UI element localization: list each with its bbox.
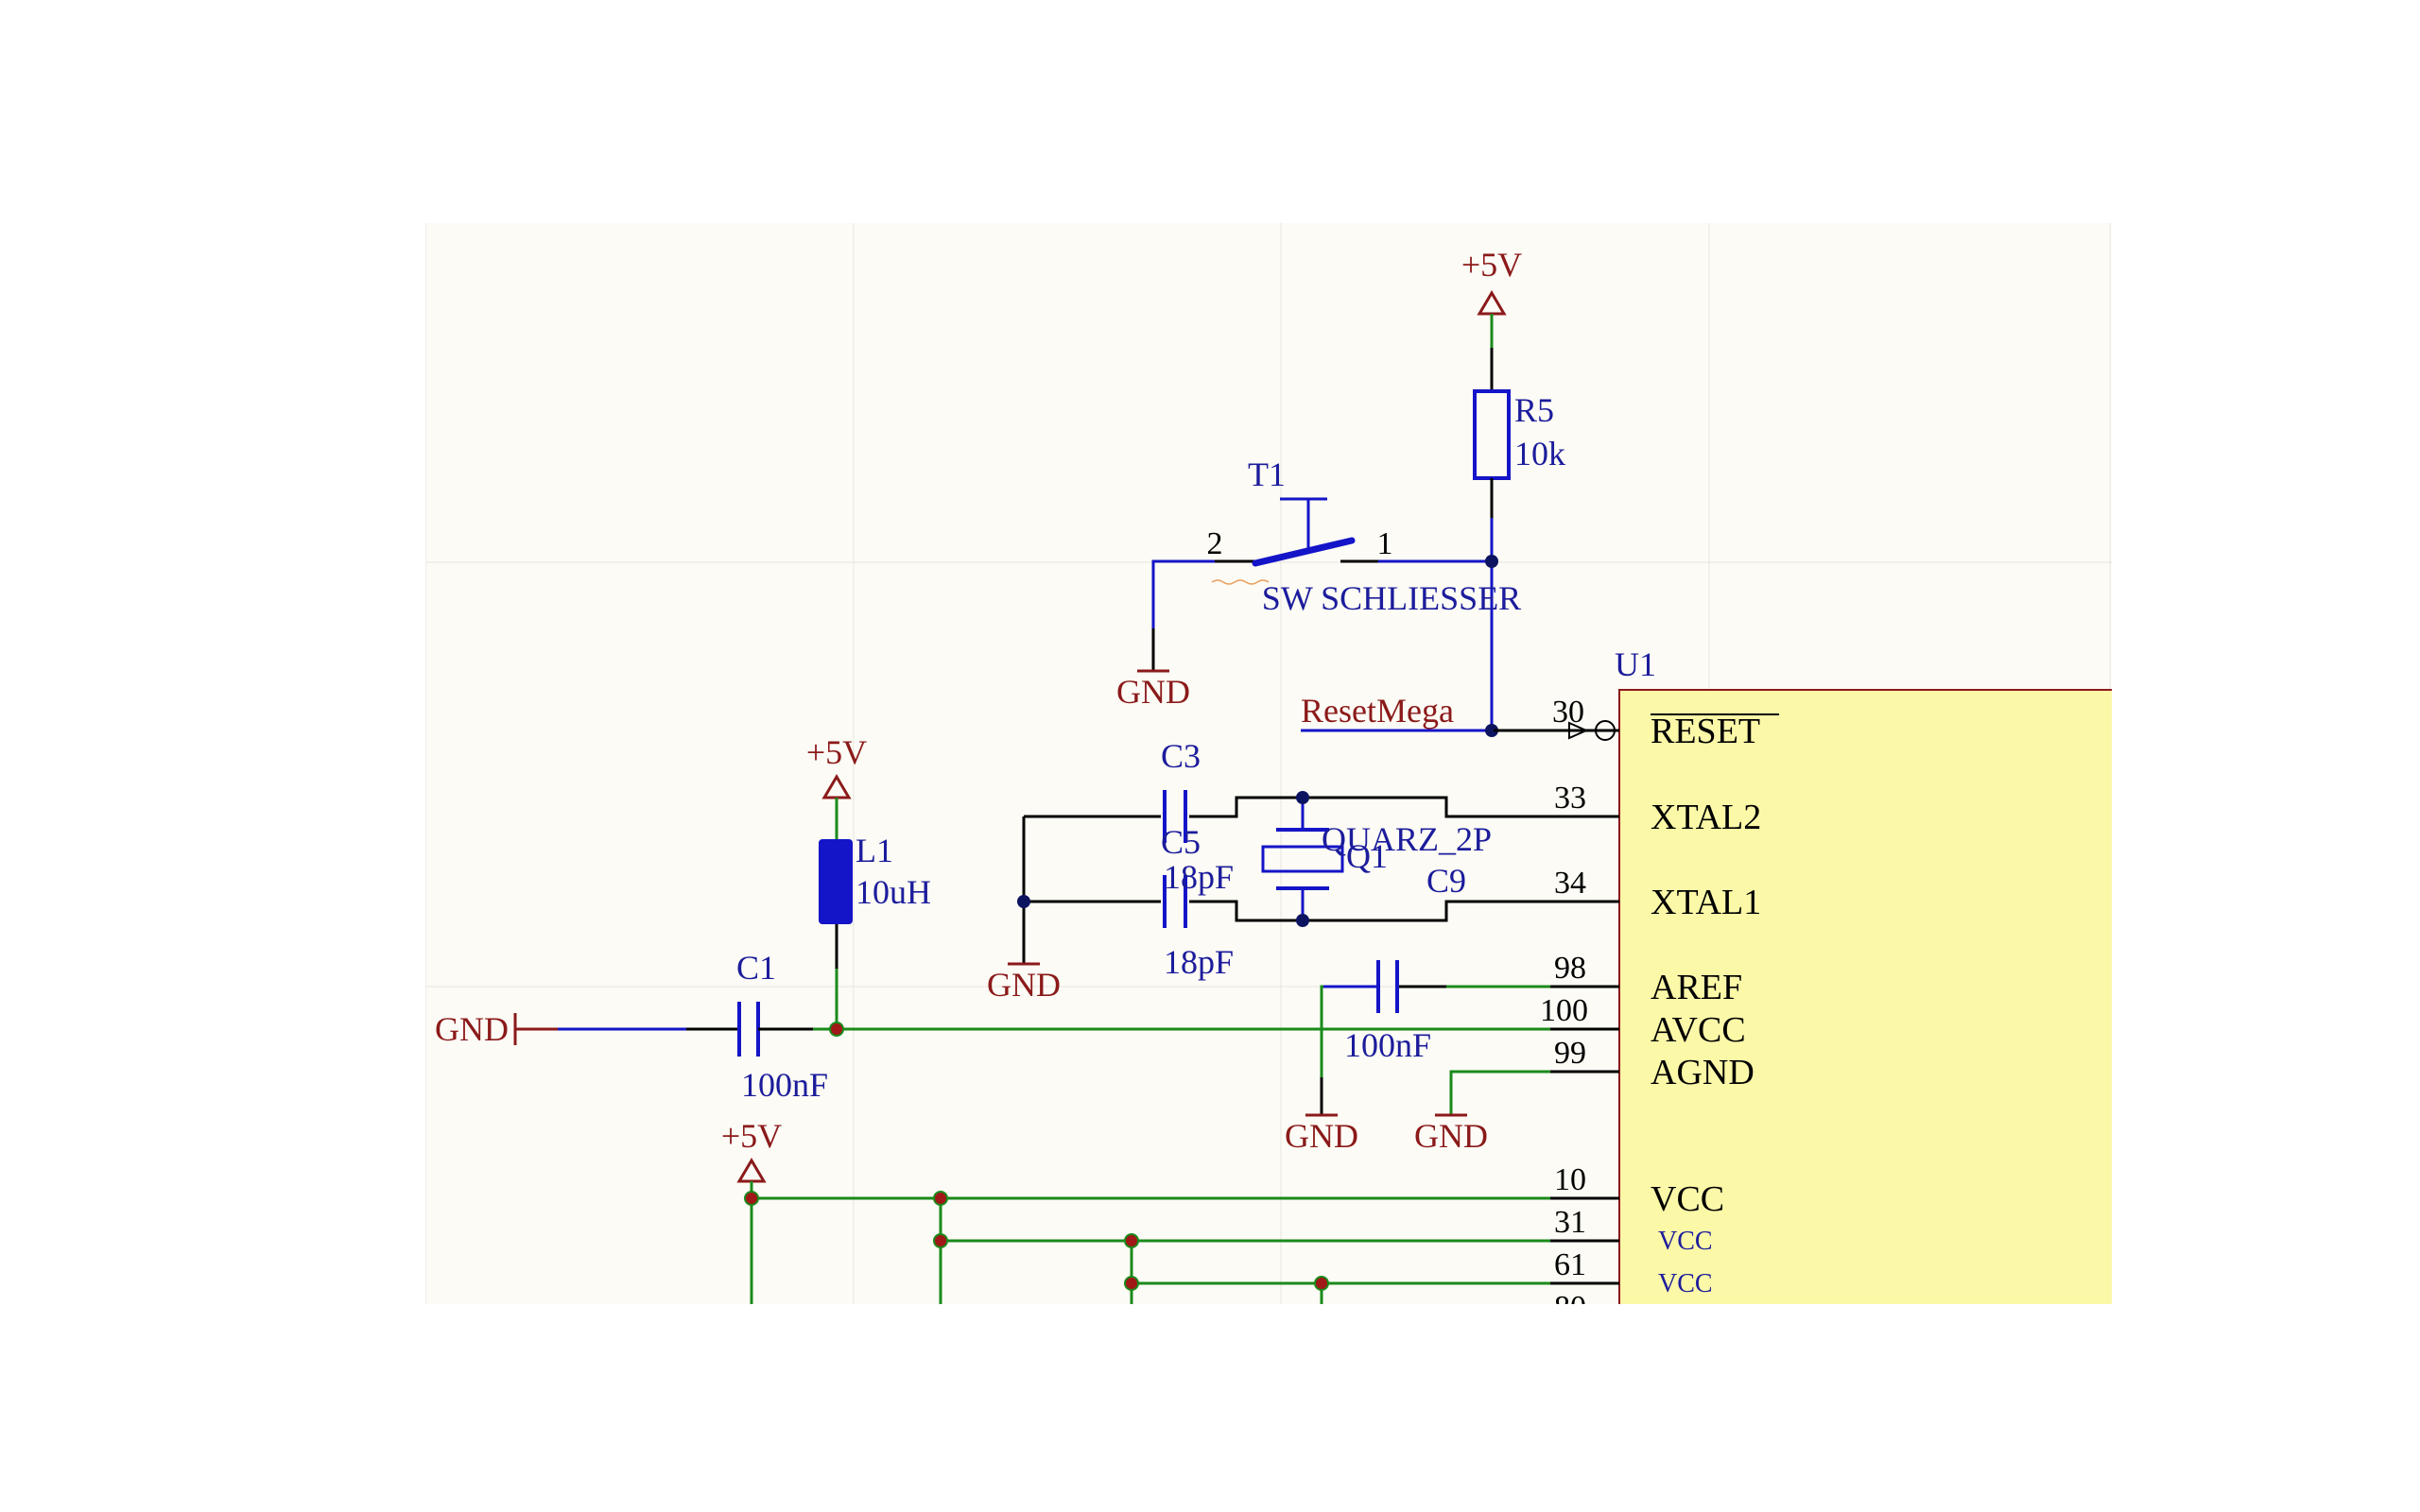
t1-switch[interactable] [1211,497,1492,585]
junction-vcc-2 [933,1191,948,1206]
junction-vcc-1 [744,1191,759,1206]
c9-designator: C9 [1426,862,1466,900]
u1-pin-numbers: 30 33 34 98 100 99 10 31 61 80 [1540,695,1588,1325]
junction-r5-top [1485,555,1498,568]
u1-pin-name: AREF [1651,968,1742,1007]
u1-pin-number: 34 [1554,866,1586,901]
c5-value: 18pF [1164,943,1234,981]
u1-pin-number: 10 [1554,1162,1586,1197]
l1-value: 10uH [856,873,931,911]
junction-vcc-4 [1124,1233,1139,1248]
u1-pin-name: XTAL1 [1651,883,1761,922]
junction-vcc-5 [1124,1276,1139,1291]
t1-comment: SW SCHLIESSER [1262,579,1521,617]
junction-q1-bottom [1296,914,1309,927]
reset-circuit [1137,290,1619,741]
analog-supply-circuit [837,960,1619,1117]
junction-xtal-gnd [1017,895,1030,908]
label-5v-l1: +5V [806,733,867,771]
label-gnd-t1: GND [1116,673,1190,711]
net-label-resetmega: ResetMega [1301,692,1454,730]
u1-pin-number: 33 [1554,781,1586,816]
l1-designator: L1 [856,832,893,869]
label-gnd-left: GND [435,1010,509,1048]
u1-body [1618,689,2112,1304]
vcc-rails [736,1158,1619,1304]
u1-pin-name: XTAL2 [1651,798,1761,837]
junction-vcc-6 [1314,1276,1329,1291]
u1-pin-name: RESET [1651,712,1760,751]
u1-pin-name: VCC [1658,1269,1713,1298]
crystal-circuit [1008,790,1619,966]
u1-pin-number: 61 [1554,1247,1586,1282]
label-gnd-xtal: GND [987,966,1061,1004]
gnd-symbol-left [513,1013,558,1045]
r5-value: 10k [1514,435,1565,472]
power-5v-top [1477,290,1507,348]
u1-pin-number: 30 [1552,695,1584,730]
power-5v-l1 [821,774,852,839]
t1-pin2-number: 2 [1207,526,1223,561]
u1-ic[interactable] [1618,689,2130,1351]
junction-q1-top [1296,791,1309,804]
c1-designator: C1 [736,949,776,987]
u1-designator: U1 [1615,645,1656,683]
c3-designator: C3 [1161,737,1201,775]
t1-designator: T1 [1248,455,1286,493]
c9-value: 100nF [1344,1026,1431,1064]
label-5v-top: +5V [1461,246,1522,284]
t1-pin1-number: 1 [1377,526,1393,561]
u1-pin-number: 100 [1540,993,1588,1028]
label-5v-vcc: +5V [721,1117,782,1155]
q1-designator: Q1 [1346,837,1388,875]
u1-pin-number: 99 [1554,1036,1586,1071]
c3-value: 18pF [1164,858,1234,896]
label-gnd-aref: GND [1285,1117,1358,1155]
c5-capacitor[interactable] [1161,875,1189,928]
r5-designator: R5 [1514,391,1554,429]
q1-comment: QUARZ_2P [1322,820,1492,858]
l1-c1-filter [513,774,853,1057]
u1-pin-names: RESET XTAL2 XTAL1 AREF AVCC AGND VCC VCC… [1651,712,1761,1298]
c3-capacitor[interactable] [1161,790,1189,843]
u1-pin-number: 80 [1554,1290,1586,1325]
u1-pin-name: VCC [1658,1227,1713,1256]
u1-pin-name: VCC [1651,1179,1724,1219]
c5-designator: C5 [1161,823,1201,861]
l1-inductor[interactable] [819,839,853,924]
u1-pin-number: 98 [1554,951,1586,986]
c1-value: 100nF [741,1066,828,1104]
junction-vcc-3 [933,1233,948,1248]
u1-pin-name: AGND [1651,1053,1754,1092]
u1-pin-name: AVCC [1651,1010,1746,1050]
junction-reset [1485,724,1498,737]
junction-l1-avcc [829,1022,844,1037]
label-gnd-agnd: GND [1414,1117,1488,1155]
u1-pin-number: 31 [1554,1205,1586,1240]
